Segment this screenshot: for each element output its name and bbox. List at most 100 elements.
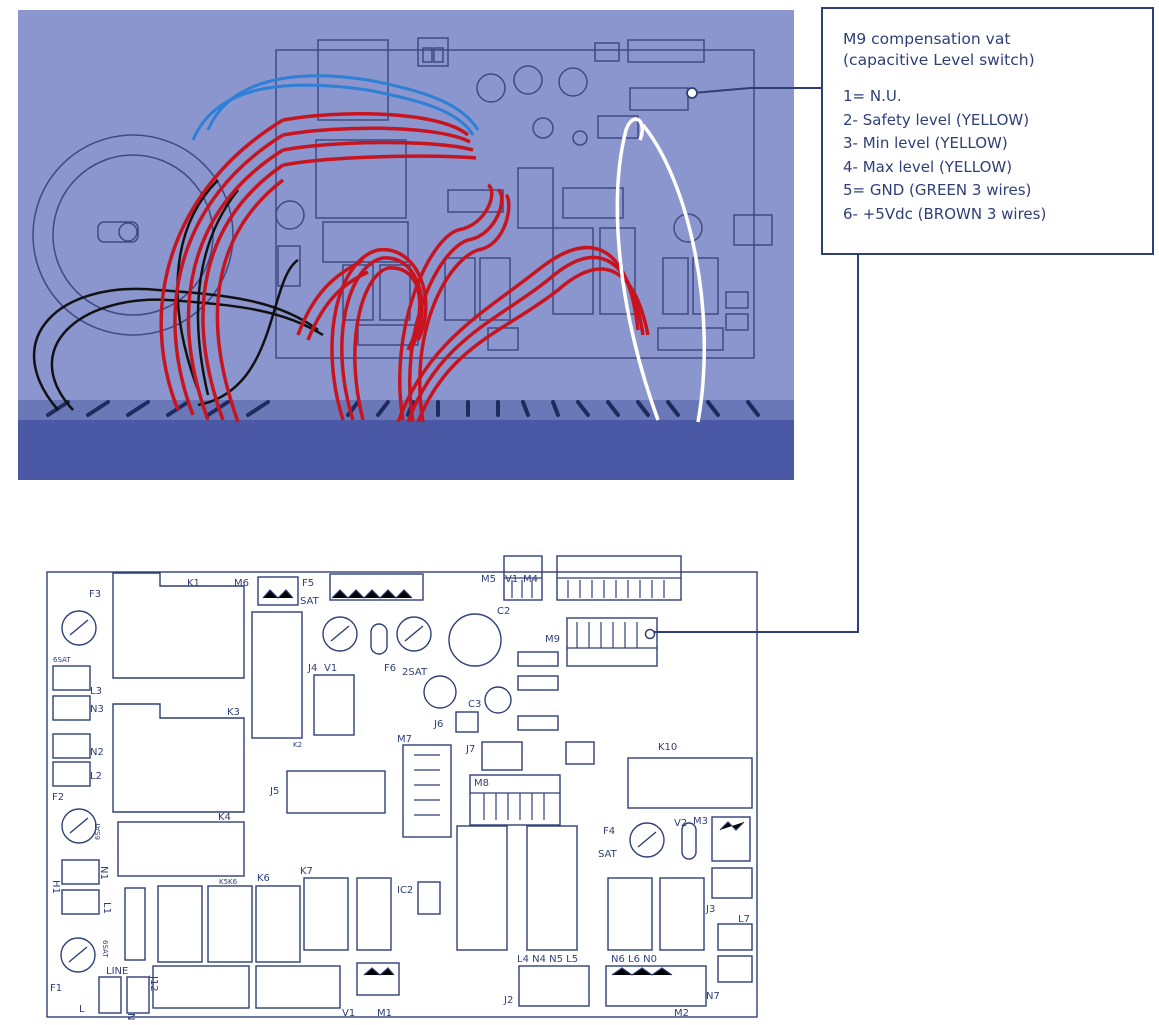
- label-l3: L3: [90, 686, 102, 697]
- capacitor-c3a: [423, 675, 457, 709]
- callout-leader: [652, 87, 859, 633]
- label-v1-top: V1: [505, 574, 518, 585]
- connector-f5: [329, 573, 424, 601]
- label-ic2: IC2: [397, 885, 413, 896]
- label-m4: M4: [523, 574, 538, 585]
- m9-callout-box: M9 compensation vat (capacitive Level sw…: [821, 7, 1154, 255]
- connector-m2: [605, 965, 707, 1007]
- connector-m9: [566, 617, 658, 667]
- terminal-l1: [124, 887, 146, 961]
- relay-k11: [607, 877, 653, 951]
- label-j3: J3: [705, 904, 715, 915]
- pin-1: 1= N.U.: [843, 87, 902, 105]
- terminal-n7: [717, 955, 753, 983]
- component-square: [565, 741, 595, 765]
- relay-k10: [627, 757, 753, 809]
- label-j7: J7: [465, 744, 475, 755]
- label-m3: M3: [693, 816, 708, 827]
- label-k4: K4: [218, 812, 231, 823]
- label-n-bottom: N: [125, 1013, 136, 1020]
- relay-big-1: [456, 825, 508, 951]
- label-f5: F5: [302, 578, 314, 589]
- label-k6: K6: [257, 873, 270, 884]
- label-h1: H1: [50, 880, 61, 894]
- terminal-n2: [52, 733, 91, 759]
- relay-k6: [255, 885, 301, 963]
- label-n3: N3: [90, 704, 104, 715]
- label-line: LINE: [106, 966, 128, 977]
- illustrated-board: [275, 37, 773, 359]
- terminal-l2: [52, 761, 91, 787]
- label-f2: F2: [52, 792, 64, 803]
- label-j2: J2: [503, 995, 513, 1006]
- board-outline: [46, 571, 758, 1018]
- label-k10: K10: [658, 742, 677, 753]
- label-j12: J12: [148, 975, 159, 992]
- label-j5: J5: [269, 786, 279, 797]
- label-f1: F1: [50, 983, 62, 994]
- pin-list: 1= N.U. 2- Safety level (YELLOW) 3- Min …: [843, 85, 1138, 226]
- terminal-h1-top: [61, 859, 100, 885]
- wiring-illustration: [18, 10, 794, 480]
- resistor-2: [517, 675, 559, 691]
- label-k5k6: K5K6: [219, 878, 238, 886]
- capacitor-c3b: [484, 686, 512, 714]
- black-wires: [32, 179, 324, 411]
- cabinet-edge: [18, 400, 794, 420]
- label-k7: K7: [300, 866, 313, 877]
- label-k1: K1: [187, 578, 200, 589]
- label-j6: J6: [433, 719, 443, 730]
- pin-6: 6- +5Vdc (BROWN 3 wires): [843, 204, 1047, 223]
- red-wires: [159, 112, 650, 423]
- label-n2: N2: [90, 747, 104, 758]
- label-v2: V2: [674, 818, 687, 829]
- resistor-1: [517, 651, 559, 667]
- connector-j2: [518, 965, 590, 1007]
- label-m1: M1: [377, 1008, 392, 1019]
- label-k2: K2: [293, 741, 302, 749]
- connector-pins: [262, 577, 745, 976]
- label-l2: L2: [90, 771, 102, 782]
- label-n1: N1: [98, 866, 109, 880]
- relay-k5k6: [207, 885, 253, 963]
- label-row-n6: N6 L6 N0: [611, 954, 657, 965]
- blue-wires: [191, 74, 480, 141]
- label-c3: C3: [468, 699, 481, 710]
- terminal-j3: [711, 867, 753, 899]
- label-m7: M7: [397, 734, 412, 745]
- relay-k12: [659, 877, 705, 951]
- label-l1: L1: [101, 902, 112, 914]
- terminal-h1-bottom: [61, 889, 100, 915]
- label-f3: F3: [89, 589, 101, 600]
- connector-m6: [257, 576, 299, 606]
- fuse-f4: [629, 822, 665, 858]
- fuse-f5-holder: [322, 616, 358, 652]
- label-sat-f6: 2SAT: [402, 667, 428, 678]
- label-sat-f3: 6SAT: [53, 656, 71, 664]
- jumper-j7: [481, 741, 523, 771]
- relay-k3: [112, 703, 245, 813]
- connector-m8: [469, 774, 561, 826]
- label-k3: K3: [227, 707, 240, 718]
- connector-m3: [711, 816, 751, 862]
- relay-big-2: [526, 825, 578, 951]
- varistor-v1: [370, 623, 388, 655]
- terminal-line-l: [98, 976, 122, 1014]
- connector-j12: [152, 965, 250, 1009]
- board-labels: K1 M6 F5 SAT M5 V1 M4 F3 6SAT C2 M9 J4 V…: [50, 574, 750, 1020]
- pin-3: 3- Min level (YELLOW): [843, 134, 1008, 152]
- pin-4: 4- Max level (YELLOW): [843, 157, 1013, 176]
- connector-m7: [402, 744, 452, 838]
- white-wires: [615, 117, 707, 423]
- label-j4: J4: [307, 663, 317, 674]
- fuse-f2: [61, 808, 97, 844]
- relay-k4: [117, 821, 245, 877]
- fuse-f6: [396, 616, 432, 652]
- label-m9: M9: [545, 634, 560, 645]
- connector-v1: [255, 965, 341, 1009]
- terminal-n3: [52, 695, 91, 721]
- callout-subtitle: (capacitive Level switch): [843, 51, 1035, 69]
- label-f4: F4: [603, 826, 615, 837]
- relay-k5: [157, 885, 203, 963]
- connector-m1: [356, 962, 400, 996]
